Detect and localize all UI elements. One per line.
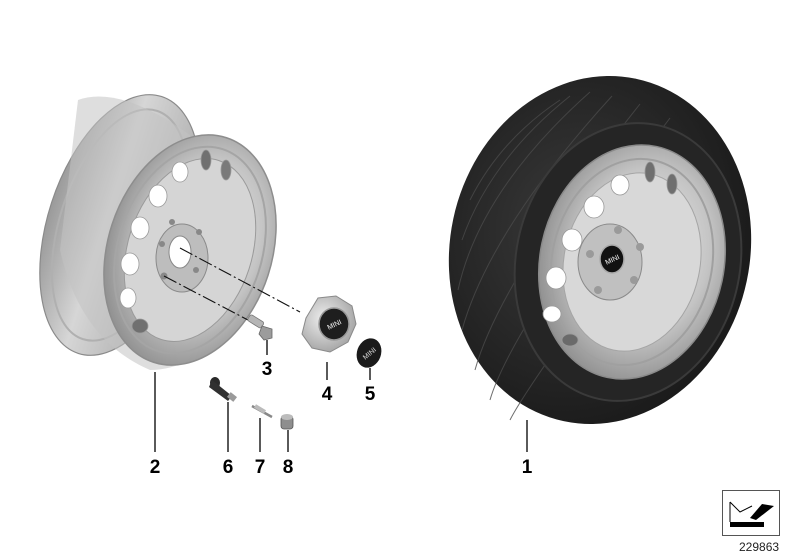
- callout-6[interactable]: 6: [222, 457, 234, 478]
- reference-number: 229863: [739, 540, 780, 554]
- wheel-bolt-part-3[interactable]: [247, 314, 273, 341]
- navigation-button[interactable]: [722, 490, 780, 536]
- navigation-arrow-icon: [729, 501, 774, 527]
- rim-part-2[interactable]: [10, 74, 305, 387]
- callout-2[interactable]: 2: [149, 457, 161, 478]
- rim-vent-holes: [119, 149, 232, 334]
- tire-valve-part-6[interactable]: [209, 377, 237, 402]
- valve-cap-part-8[interactable]: [280, 414, 294, 430]
- wheel-vent-holes: [542, 161, 678, 347]
- callout-8[interactable]: 8: [282, 457, 294, 478]
- emblem-part-5[interactable]: MINI: [353, 335, 386, 371]
- callout-5[interactable]: 5: [364, 384, 376, 405]
- valve-insert-part-7[interactable]: [251, 404, 273, 419]
- callout-1[interactable]: 1: [521, 457, 533, 478]
- callout-4[interactable]: 4: [321, 384, 333, 405]
- hub-cap-part-4[interactable]: MINI: [301, 295, 357, 353]
- callout-3[interactable]: 3: [261, 359, 273, 380]
- callout-7[interactable]: 7: [254, 457, 266, 478]
- assembly-lines: [163, 247, 301, 321]
- wheel-with-tire-part-1[interactable]: MINI: [417, 48, 783, 453]
- leader-lines: [154, 340, 528, 452]
